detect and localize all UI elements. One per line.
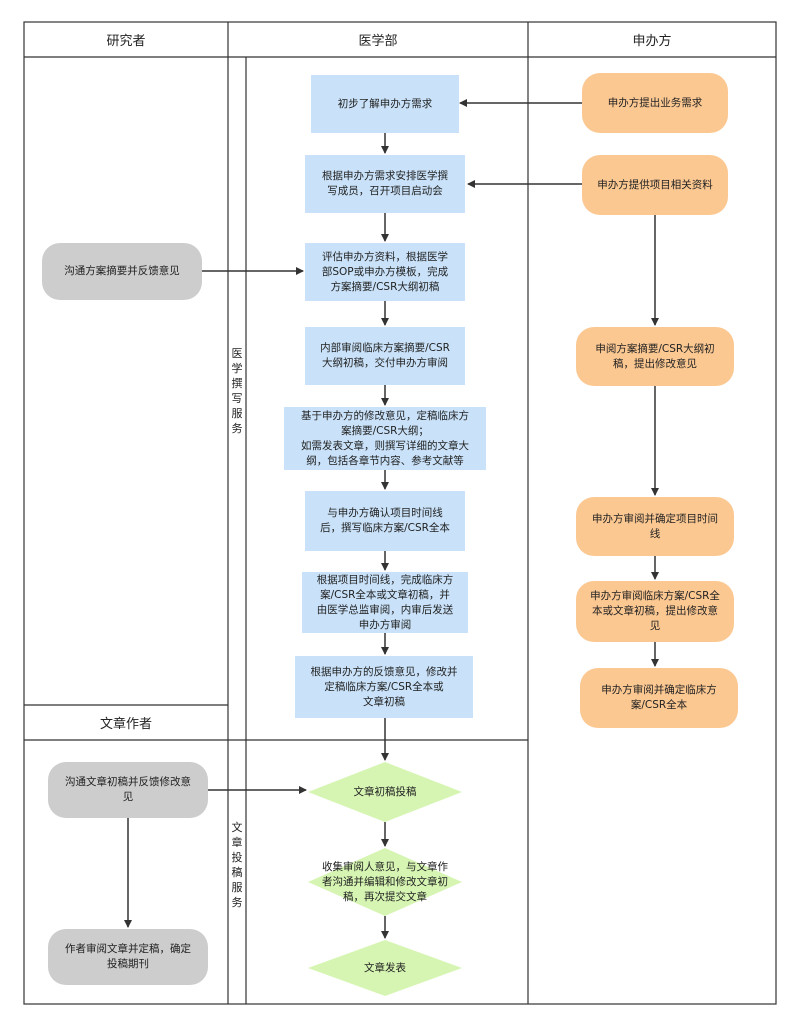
header-author: 文章作者 bbox=[99, 717, 152, 732]
sponsor-step-1: 申办方提出业务需求 bbox=[582, 73, 728, 133]
medical-step-5: 基于申办方的修改意见，定稿临床方 案摘要/CSR大纲； 如需发表文章，则撰写详细… bbox=[284, 407, 486, 470]
swimlane-grid bbox=[23, 21, 777, 1005]
diamond-shapes bbox=[308, 762, 462, 996]
sponsor-step-2: 申办方提供项目相关资料 bbox=[582, 155, 728, 215]
medical-step-1: 初步了解申办方需求 bbox=[311, 75, 459, 133]
diamond-submit bbox=[308, 762, 462, 822]
medical-step-3: 评估申办方资料，根据医学 部SOP或申办方模板，完成 方案摘要/CSR大纲初稿 bbox=[305, 243, 465, 301]
medical-step-6: 与申办方确认项目时间线 后，撰写临床方案/CSR全本 bbox=[305, 491, 465, 551]
header-sponsor: 申办方 bbox=[632, 34, 672, 49]
diamond-publish bbox=[308, 940, 462, 996]
label-submission-service: 文章投稿服务 bbox=[231, 821, 243, 909]
sponsor-step-6: 申办方审阅并确定临床方 案/CSR全本 bbox=[580, 668, 738, 728]
medical-step-2: 根据申办方需求安排医学撰 写成员，召开项目启动会 bbox=[305, 155, 465, 213]
submission-step-2: 收集审阅人意见，与文章作 者沟通并编辑和修改文章初 稿，再次提交文章 bbox=[322, 860, 448, 903]
author-step-2: 作者审阅文章并定稿，确定 投稿期刊 bbox=[48, 929, 208, 985]
header-researcher: 研究者 bbox=[106, 34, 146, 49]
label-medical-writing-service: 医学撰写服务 bbox=[231, 347, 243, 435]
sponsor-step-4: 申办方审阅并确定项目时间 线 bbox=[576, 497, 734, 556]
researcher-step-1: 沟通方案摘要并反馈意见 bbox=[42, 243, 202, 300]
diamond-revise bbox=[308, 848, 462, 916]
medical-step-4: 内部审阅临床方案摘要/CSR 大纲初稿，交付申办方审阅 bbox=[305, 327, 465, 385]
medical-step-8: 根据申办方的反馈意见，修改并 定稿临床方案/CSR全本或 文章初稿 bbox=[295, 656, 473, 718]
connector-arrows bbox=[124, 99, 659, 939]
submission-step-1: 文章初稿投稿 bbox=[353, 785, 417, 798]
sponsor-step-3: 申阅方案摘要/CSR大纲初 稿，提出修改意见 bbox=[576, 327, 734, 386]
submission-step-3: 文章发表 bbox=[364, 961, 406, 974]
sponsor-step-5: 申办方审阅临床方案/CSR全 本或文章初稿，提出修改意 见 bbox=[576, 581, 734, 642]
header-medical: 医学部 bbox=[358, 34, 398, 49]
author-step-1: 沟通文章初稿并反馈修改意 见 bbox=[48, 762, 208, 818]
medical-step-7: 根据项目时间线，完成临床方 案/CSR全本或文章初稿，并 由医学总监审阅，内审后… bbox=[302, 572, 468, 633]
